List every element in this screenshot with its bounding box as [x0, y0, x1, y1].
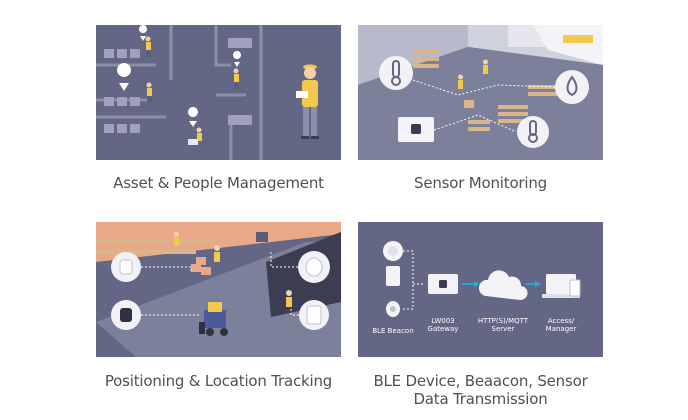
ble-beacon-label: BLE Beacon — [372, 327, 414, 335]
location-pin-icon — [117, 25, 242, 127]
card-caption: Sensor Monitoring — [414, 174, 547, 192]
laptop-icon — [542, 274, 581, 298]
server-label-line1: HTTP(S)/MQTT — [477, 317, 529, 325]
smart-plug-icon — [428, 274, 458, 294]
card-caption: Positioning & Location Tracking — [104, 372, 333, 390]
smart-plug-icon — [398, 117, 434, 142]
water-drop-icon — [566, 75, 578, 97]
gateway-label-line2: Gateway — [427, 324, 459, 333]
access-label-line1: Access/ — [547, 317, 575, 325]
access-label-line2: Manager — [545, 324, 577, 333]
sensor-monitoring-illustration — [358, 25, 603, 160]
caption-line2: Data Transmission — [413, 390, 548, 408]
positioning-illustration — [96, 222, 341, 357]
cloud-icon — [478, 270, 528, 301]
smartwatch-icon — [120, 308, 132, 322]
forklift-icon — [199, 302, 228, 336]
server-label: HTTP(S)/MQTT Server — [473, 317, 533, 333]
card-caption: Asset & People Management — [113, 174, 324, 192]
server-label-line2: Server — [491, 324, 515, 333]
ble-transmission-diagram: BLE Beacon LW003 Gateway HTTP(S)/MQTT Se… — [358, 222, 603, 357]
card-caption: BLE Device, Beaacon, Sensor Data Transmi… — [348, 372, 613, 408]
gateway-label: LW003 Gateway — [418, 317, 468, 333]
access-label: Access/ Manager — [541, 317, 581, 333]
smartwatch-icon — [119, 259, 133, 275]
asset-management-illustration — [96, 25, 341, 160]
thermometer-icon — [528, 120, 538, 143]
gateway-label-line1: LW003 — [431, 317, 455, 325]
caption-line1: BLE Device, Beaacon, Sensor — [373, 372, 588, 390]
thermometer-icon — [391, 60, 401, 86]
